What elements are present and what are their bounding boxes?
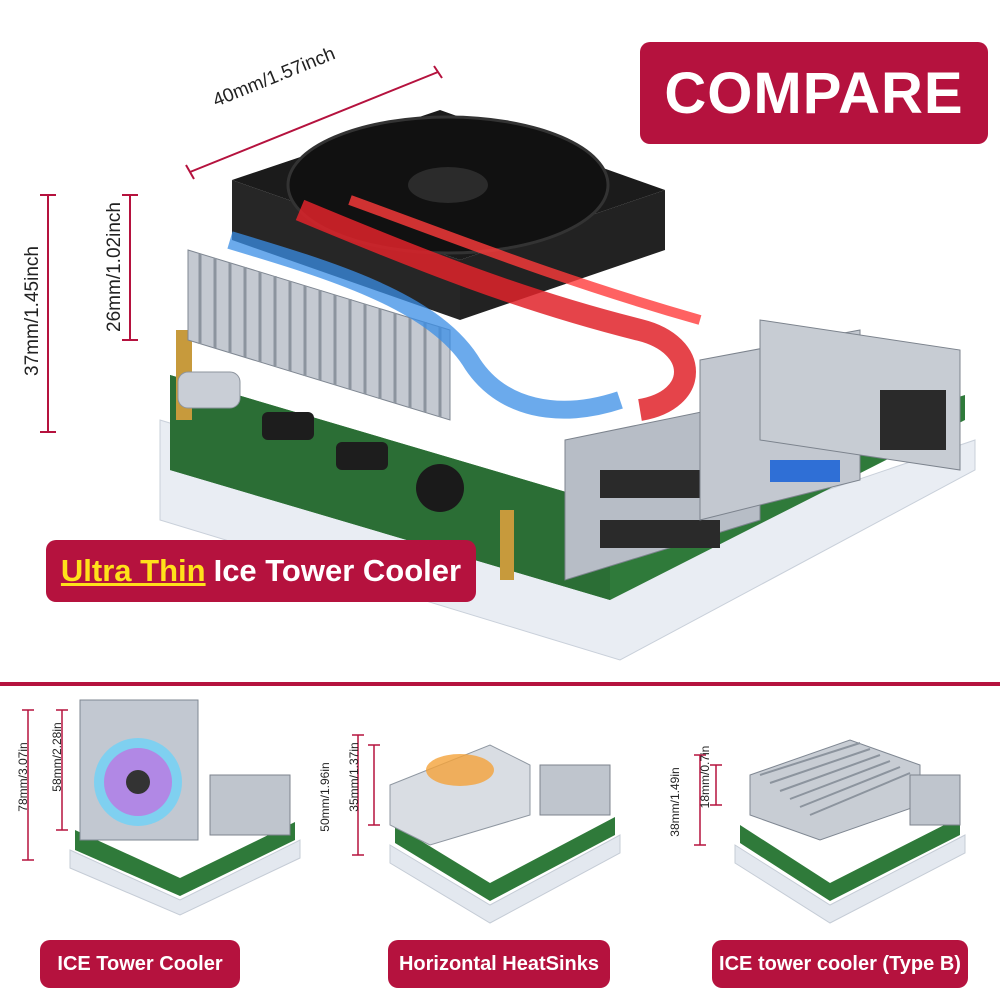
product-1-caption: ICE Tower Cooler [40,940,240,988]
hero-label-highlight: Ultra Thin [60,553,206,588]
product-1-total-height: 78mm/3.07in [16,742,30,812]
product-3-total-height: 38mm/1.49in [668,767,682,837]
product-2-total-height: 50mm/1.96in [318,762,332,832]
hero-total-height-dimension: 37mm/1.45inch [22,246,43,376]
hero-cooler-height-dimension: 26mm/1.02inch [104,202,125,332]
product-ice-tower-cooler-type-b-image [694,739,966,924]
product-horizontal-heatsinks-image [352,734,621,924]
compare-badge: COMPARE [640,42,988,144]
hero-label-text: Ice Tower Cooler [213,553,462,588]
hero-product-label: Ultra Thin Ice Tower Cooler [46,540,476,602]
product-2-cooler-height: 35mm/1.37in [347,742,361,812]
product-2-caption: Horizontal HeatSinks [388,940,610,988]
product-1-cooler-height: 58mm/2.28in [50,722,64,792]
hero-product-image [40,65,976,661]
section-divider [0,682,1000,686]
product-3-caption: ICE tower cooler (Type B) [712,940,968,988]
product-ice-tower-cooler-image [22,699,301,916]
product-3-cooler-height: 18mm/0.7in [698,745,712,809]
